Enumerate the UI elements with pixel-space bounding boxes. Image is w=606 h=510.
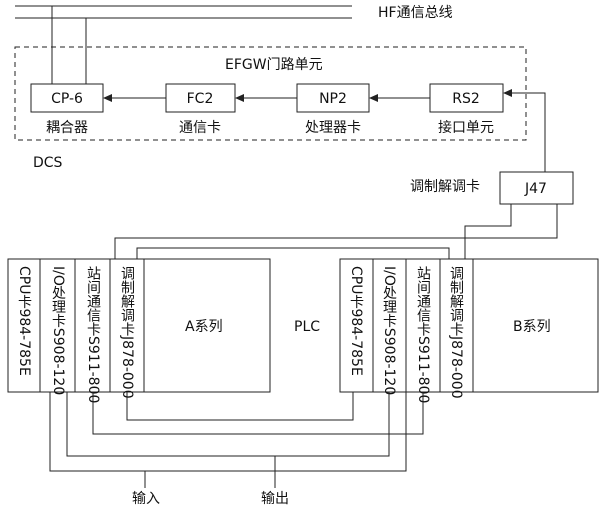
hf-bus-label: HF通信总线 (378, 5, 453, 21)
input-label: 输入 (132, 491, 160, 507)
module-caption: 通信卡 (179, 120, 221, 136)
arrowhead-np2-fc2 (235, 94, 244, 102)
module-rs2: RS2 接口单元 (429, 83, 504, 136)
arrowhead-fc2-cp6 (103, 94, 112, 102)
modem-j47 (499, 171, 574, 205)
modem-name: J47 (524, 181, 547, 197)
link-comm (92, 392, 424, 435)
module-fc2: FC2 通信卡 (165, 83, 236, 136)
j47-bus-outer (114, 204, 558, 259)
module-name: RS2 (452, 91, 480, 107)
rack-b-card-io: I/O处理卡S908-120 (381, 266, 397, 395)
plc-label: PLC (294, 319, 320, 335)
rack-b: CPU卡984-785E I/O处理卡S908-120 站间通信卡S911-80… (339, 258, 599, 403)
module-name: FC2 (187, 91, 214, 107)
output-label: 输出 (261, 491, 289, 507)
module-caption: 耦合器 (46, 120, 88, 136)
efgw-frame (14, 46, 527, 141)
rack-a-card-modem: 调制解调卡J878-000 (119, 266, 135, 399)
link-output (66, 392, 390, 457)
rack-a-series: A系列 (185, 319, 223, 335)
module-np2: NP2 处理器卡 (296, 83, 370, 136)
j47-to-rack-b (136, 247, 450, 259)
module-name: CP-6 (51, 91, 83, 107)
rack-b-series: B系列 (513, 319, 551, 335)
rack-a-card-cpu: CPU卡984-785E (16, 266, 32, 376)
rack-a: CPU卡984-785E I/O处理卡S908-120 站间通信卡S911-80… (7, 258, 271, 403)
arrowhead-rs2-np2 (369, 94, 378, 102)
module-caption: 处理器卡 (305, 120, 361, 136)
link-modem-a (126, 392, 354, 421)
dcs-label: DCS (33, 155, 63, 171)
efgw-title: EFGW门路单元 (225, 57, 323, 73)
rack-a-card-comm: 站间通信卡S911-800 (85, 266, 101, 403)
module-caption: 接口单元 (438, 119, 494, 136)
rack-b-card-modem: 调制解调卡J878-000 (448, 266, 464, 399)
j47-to-rs2 (510, 92, 546, 172)
rack-b-card-comm: 站间通信卡S911-800 (415, 266, 431, 403)
j47-bus-inner (464, 204, 512, 259)
link-input (49, 392, 407, 472)
modem-label: 调制解调卡 (410, 179, 480, 195)
rack-b-card-cpu: CPU卡984-785E (348, 266, 364, 376)
rack-a-card-io: I/O处理卡S908-120 (50, 266, 66, 395)
module-cp6: CP-6 耦合器 (30, 83, 104, 136)
arrowhead-j47-rs2 (503, 89, 512, 97)
module-name: NP2 (319, 91, 347, 107)
